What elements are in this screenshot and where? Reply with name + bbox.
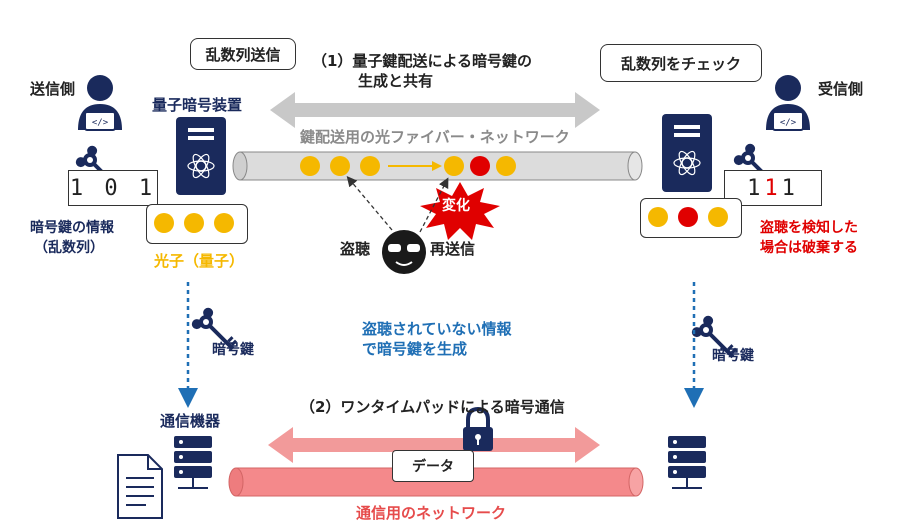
sender-quantum-device-icon bbox=[176, 117, 226, 195]
data-transfer-double-arrow bbox=[268, 427, 600, 463]
receiver-bits: 1 1 1 bbox=[724, 170, 822, 206]
sender-bubble: 乱数列送信 bbox=[190, 38, 296, 70]
photon bbox=[300, 156, 320, 176]
eavesdrop-label: 盗聴 bbox=[340, 240, 371, 258]
receiver-photon-changed bbox=[678, 207, 698, 227]
receiver-bit: 1 bbox=[747, 175, 765, 201]
eavesdrop-arrows bbox=[346, 176, 449, 233]
sender-key-label: 暗号鍵 bbox=[212, 342, 254, 358]
receiver-quantum-device-icon bbox=[662, 114, 712, 192]
key-info-sub: （乱数列） bbox=[34, 240, 104, 256]
receiver-photon bbox=[648, 207, 668, 227]
receiver-role: 受信側 bbox=[818, 80, 864, 98]
sender-device-label: 量子暗号装置 bbox=[152, 96, 243, 114]
detection-note-line1: 盗聴を検知した bbox=[760, 220, 858, 236]
section-1-title-line2: 生成と共有 bbox=[358, 72, 434, 90]
sender-role: 送信側 bbox=[30, 80, 76, 98]
eavesdropper-icon bbox=[382, 230, 426, 274]
receiver-photon bbox=[708, 207, 728, 227]
sender-photon bbox=[154, 213, 174, 233]
svg-text:</>: </> bbox=[92, 118, 109, 128]
fiber-label: 鍵配送用の光ファイバー・ネットワーク bbox=[300, 128, 570, 146]
change-burst bbox=[420, 182, 500, 240]
photon bbox=[360, 156, 380, 176]
photon-direction-arrow bbox=[388, 161, 442, 171]
lock-icon bbox=[463, 406, 493, 451]
receiver-server-icon bbox=[668, 436, 706, 489]
receiver-derived-key-icon bbox=[691, 315, 738, 359]
comm-device-label: 通信機器 bbox=[160, 412, 221, 430]
key-info-label: 暗号鍵の情報 bbox=[30, 220, 114, 236]
resend-label: 再送信 bbox=[430, 240, 476, 258]
sender-person-icon: </> bbox=[78, 75, 122, 131]
receiver-bit: 1 bbox=[781, 175, 799, 201]
sender-derived-key-icon bbox=[191, 307, 238, 351]
sender-bits: 1 0 1 bbox=[68, 170, 158, 206]
middle-note-line1: 盗聴されていない情報 bbox=[362, 320, 512, 338]
data-label-box: データ bbox=[392, 450, 474, 482]
sender-photon bbox=[214, 213, 234, 233]
section-1-title-line1: （1）量子鍵配送による暗号鍵の bbox=[312, 52, 532, 70]
key-distribution-double-arrow bbox=[270, 92, 600, 128]
receiver-key-label: 暗号鍵 bbox=[712, 348, 754, 364]
middle-note-line2: で暗号鍵を生成 bbox=[362, 340, 468, 358]
sender-server-icon bbox=[174, 436, 212, 489]
photon-changed bbox=[470, 156, 490, 176]
photon bbox=[496, 156, 516, 176]
section-2-title: （2）ワンタイムパッドによる暗号通信 bbox=[300, 398, 565, 416]
receiver-bubble: 乱数列をチェック bbox=[600, 44, 762, 82]
photon bbox=[330, 156, 350, 176]
photon-label: 光子（量子） bbox=[154, 252, 245, 270]
document-icon bbox=[117, 454, 163, 519]
photon bbox=[444, 156, 464, 176]
receiver-person-icon: </> bbox=[766, 75, 810, 131]
network-label: 通信用のネットワーク bbox=[356, 504, 507, 522]
change-label: 変化 bbox=[442, 198, 470, 214]
detection-note-line2: 場合は破棄する bbox=[760, 240, 858, 256]
receiver-bit-changed: 1 bbox=[764, 175, 782, 201]
sender-photon bbox=[184, 213, 204, 233]
svg-text:</>: </> bbox=[780, 118, 797, 128]
